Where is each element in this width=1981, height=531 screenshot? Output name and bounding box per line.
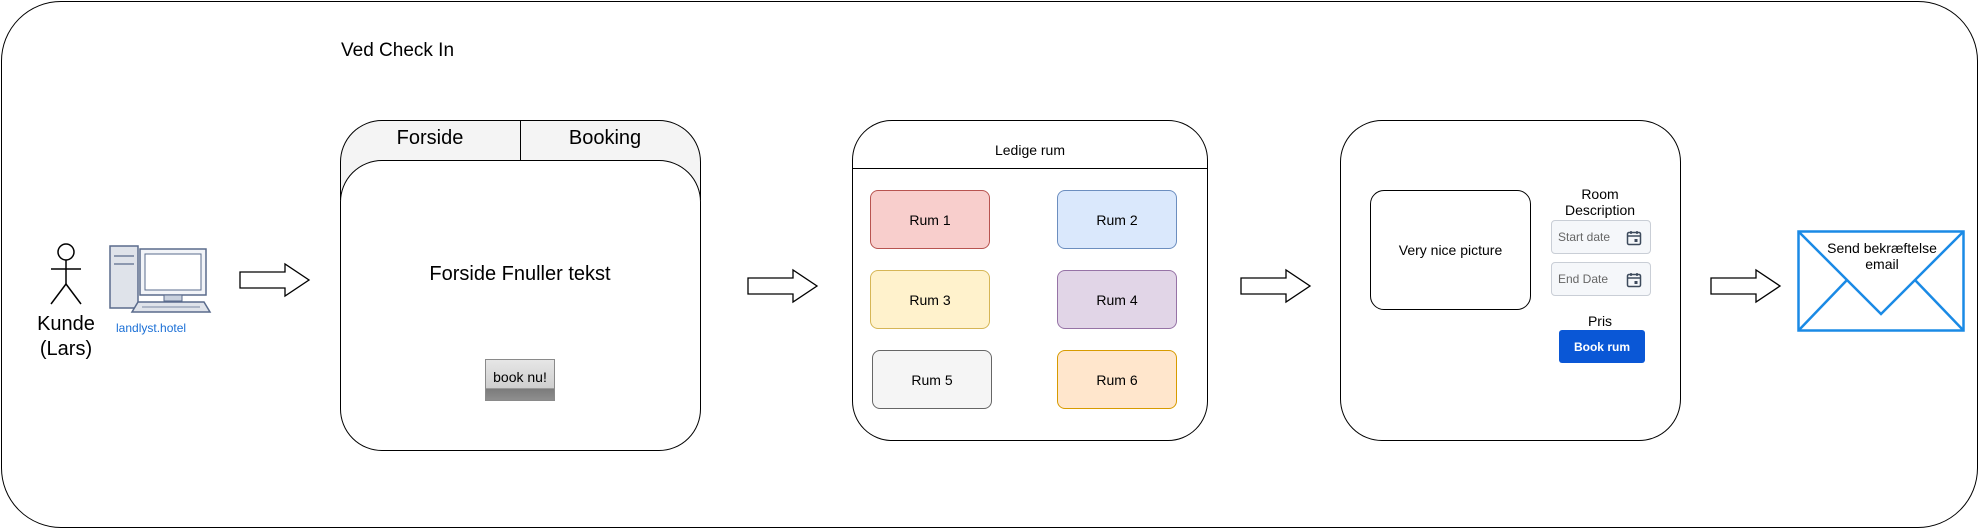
send-confirmation-label: Send bekræftelse email	[1827, 240, 1937, 272]
computer-caption: landlyst.hotel	[116, 321, 187, 335]
flow-arrow-2	[747, 268, 819, 304]
booking-panel	[1340, 120, 1681, 441]
room-description: Room Description	[1564, 186, 1636, 218]
price-label: Pris	[1587, 313, 1613, 329]
rooms-panel-divider	[852, 168, 1208, 169]
stick-figure-icon	[50, 243, 82, 305]
calendar-icon	[1626, 231, 1642, 246]
frontpage-text: Forside Fnuller tekst	[429, 263, 611, 285]
flow-arrow-1	[239, 262, 311, 298]
frontpage-panel	[340, 160, 701, 451]
room-picture: Very nice picture	[1370, 190, 1531, 310]
rooms-panel-title: Ledige rum	[994, 142, 1066, 158]
calendar-icon	[1626, 273, 1642, 288]
tab-divider	[520, 120, 521, 160]
flow-arrow-3	[1240, 268, 1312, 304]
room-card[interactable]: Rum 5	[872, 350, 992, 409]
envelope-icon	[1797, 230, 1965, 332]
actor-label: Kunde (Lars)	[37, 313, 95, 360]
tab-booking[interactable]: Booking	[568, 127, 642, 149]
flow-arrow-4	[1710, 268, 1782, 304]
book-room-button[interactable]: Book rum	[1559, 330, 1645, 363]
end-date-field[interactable]: End Date	[1551, 262, 1651, 296]
end-date-placeholder: End Date	[1558, 272, 1609, 286]
start-date-placeholder: Start date	[1558, 230, 1611, 244]
book-now-button[interactable]: book nu!	[485, 359, 555, 401]
room-card[interactable]: Rum 2	[1057, 190, 1177, 249]
start-date-field[interactable]: Start date	[1551, 220, 1651, 254]
desktop-computer-icon	[109, 245, 212, 313]
room-card[interactable]: Rum 3	[870, 270, 990, 329]
room-card[interactable]: Rum 6	[1057, 350, 1177, 409]
room-card[interactable]: Rum 4	[1057, 270, 1177, 329]
room-card[interactable]: Rum 1	[870, 190, 990, 249]
tab-forside[interactable]: Forside	[396, 127, 464, 149]
diagram-title: Ved Check In	[341, 40, 455, 61]
